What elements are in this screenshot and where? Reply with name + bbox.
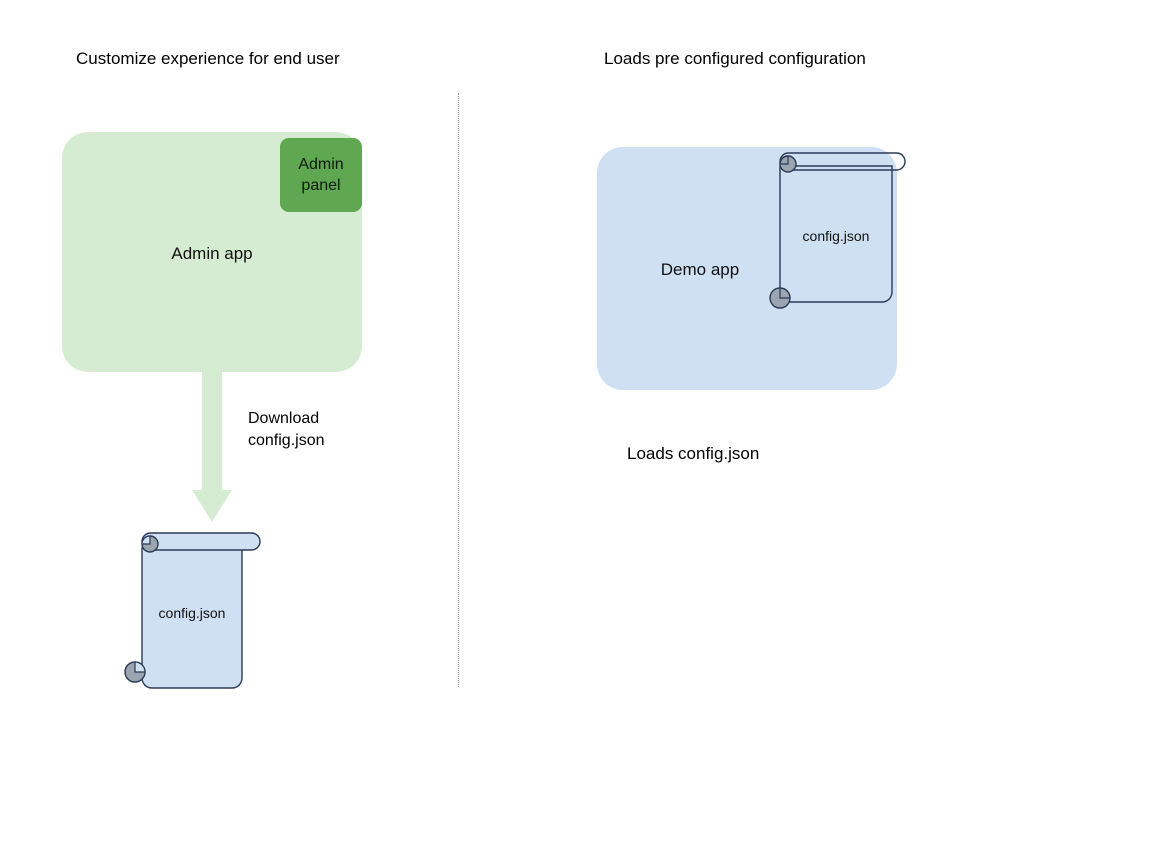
right-config-document[interactable]: config.json <box>766 150 918 318</box>
scroll-icon <box>124 532 261 689</box>
left-column-heading: Customize experience for end user <box>76 49 340 68</box>
download-arrow-caption-line2: config.json <box>248 432 325 449</box>
download-arrow-caption: Download config.json <box>248 408 325 452</box>
download-arrow-glyph <box>192 370 232 522</box>
download-arrow <box>170 370 250 526</box>
admin-panel-chip-line2: panel <box>301 177 341 194</box>
demo-app-container[interactable]: Demo app <box>597 147 897 390</box>
left-config-document-label: config.json <box>158 605 226 621</box>
admin-panel-chip-line1: Admin <box>298 156 344 173</box>
left-config-document[interactable]: config.json <box>118 526 270 694</box>
download-arrow-caption-line1: Download <box>248 410 320 427</box>
column-divider <box>458 93 459 687</box>
right-column-heading: Loads pre configured configuration <box>604 49 866 68</box>
scroll-icon <box>769 152 906 309</box>
right-config-document-label: config.json <box>802 228 870 244</box>
admin-app-label: Admin app <box>171 244 253 263</box>
loads-config-caption: Loads config.json <box>627 444 760 463</box>
demo-app-label: Demo app <box>660 260 740 279</box>
admin-panel-chip[interactable]: Admin panel <box>280 138 362 212</box>
